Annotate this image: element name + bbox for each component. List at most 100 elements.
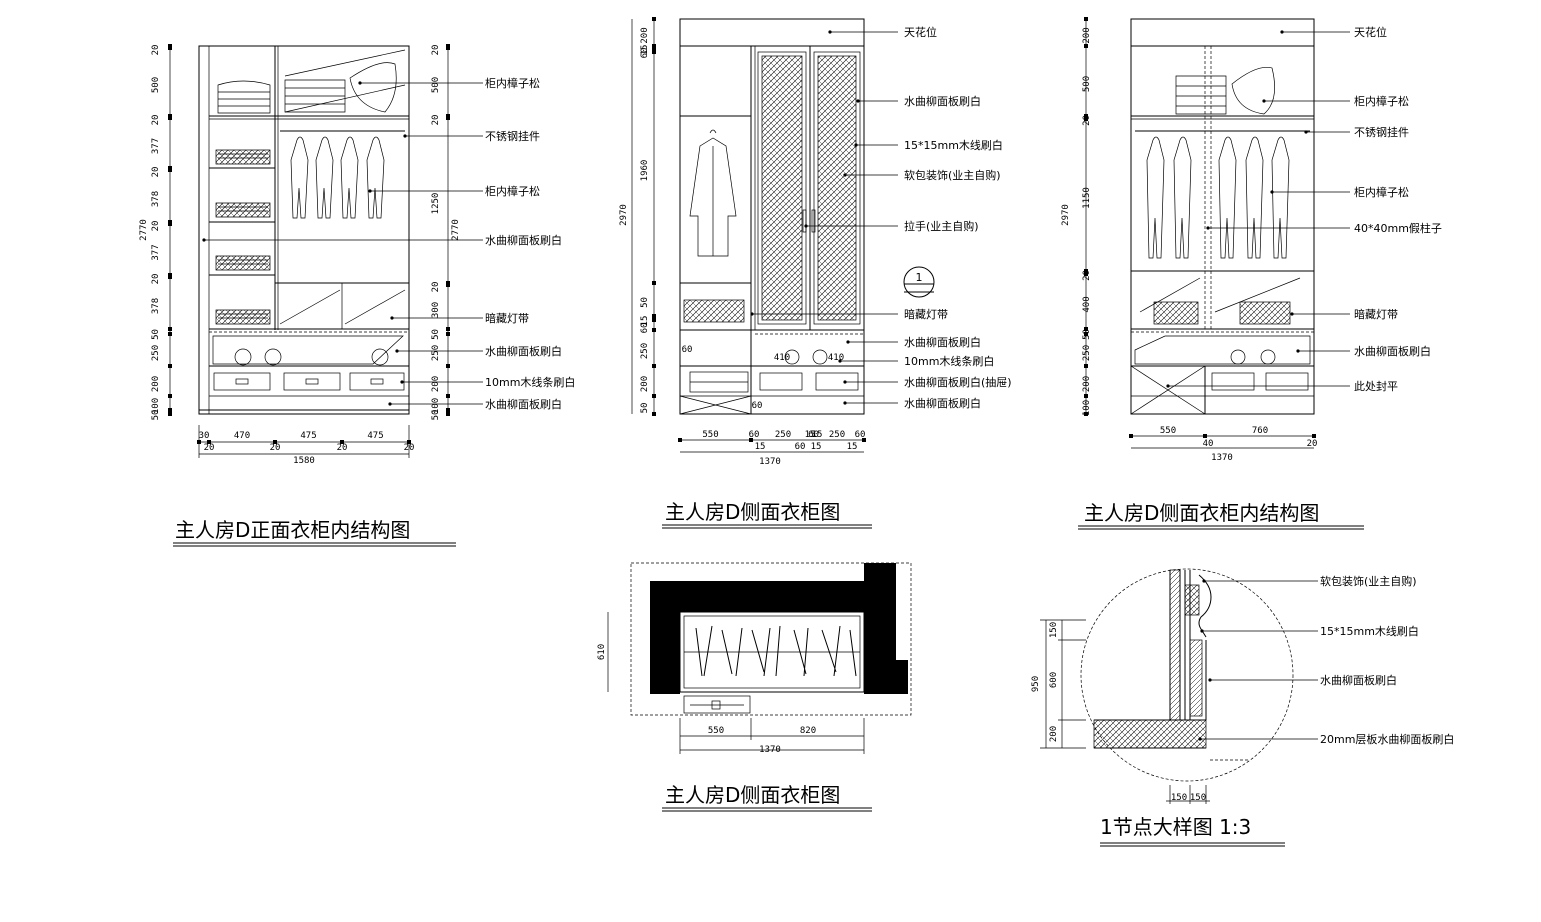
dim-tick (446, 283, 450, 287)
d1-right-dim-9: 100 (431, 398, 441, 414)
d3-callout-leader-dot (1280, 30, 1284, 34)
dim-tick (1084, 117, 1088, 121)
d2-bottom-top-0: 550 (702, 430, 718, 440)
d1-callout-leader-dot (368, 189, 372, 193)
dim-tick (1084, 332, 1088, 336)
d2-detail-marker: 1 (916, 271, 923, 284)
dim-tick (340, 440, 344, 444)
d3-bottom-total: 1370 (1211, 453, 1233, 463)
d3-bottom-top-1: 760 (1252, 426, 1268, 436)
d2-bottom-mid-2: 15 (811, 442, 822, 452)
d3-callout-leader-dot (1290, 312, 1294, 316)
d4-bottom-0: 550 (708, 726, 724, 736)
d2-callout-leader-dot (828, 30, 832, 34)
d3-left-dim-5: 400 (1082, 296, 1092, 312)
dim-tick (1084, 327, 1088, 331)
d2-inner-dim-1: 410 (828, 353, 844, 363)
d2-bottom-top-3: 15 (805, 430, 816, 440)
dim-tick (1084, 394, 1088, 398)
d1-callout-leader-dot (390, 316, 394, 320)
d1-callout-leader-dot (403, 134, 407, 138)
dim-tick (168, 364, 172, 368)
dim-tick (446, 116, 450, 120)
dim-tick (652, 46, 656, 50)
d2-left-dim-6: 60 (640, 323, 650, 334)
dim-tick (652, 318, 656, 322)
d1-callout-label: 10mm木线条刷白 (485, 375, 575, 389)
d1-bottom-mid-2: 20 (337, 443, 348, 453)
d2-left-dim-5: 15 (640, 316, 650, 327)
d5-callout-leader-dot (1198, 737, 1202, 741)
d1-right-dim-1: 500 (431, 77, 441, 93)
d2-left-dim-3: 1960 (640, 160, 650, 182)
d3-callout-label: 柜内樟子松 (1354, 94, 1409, 108)
d2-bottom-total: 1370 (759, 457, 781, 467)
d1-callout-label: 暗藏灯带 (485, 311, 529, 325)
d5-callout-leader-dot (1200, 629, 1204, 633)
dim-tick (652, 314, 656, 318)
d1-left-dim-5: 378 (151, 191, 161, 207)
d3-left-dim-9: 100 (1082, 400, 1092, 416)
dim-tick (1203, 434, 1207, 438)
d2-callout-label: 水曲柳面板刷白 (904, 94, 981, 108)
d5-dim-0: 150 (1049, 622, 1059, 638)
d1-bottom-mid-0: 20 (204, 443, 215, 453)
d1-left-dim-6: 20 (151, 221, 161, 232)
d1-callout-label: 柜内樟子松 (485, 184, 540, 198)
d2-callout-leader-dot (846, 340, 850, 344)
d2-bottom-mid-3: 15 (847, 442, 858, 452)
d1-left-dim-3: 377 (151, 138, 161, 154)
d3-total-dim: 2970 (1061, 204, 1071, 226)
dim-tick (749, 438, 753, 442)
d3-callout-label: 此处封平 (1354, 379, 1398, 393)
dim-tick (1084, 17, 1088, 21)
dim-tick (168, 222, 172, 226)
dim-tick (1084, 412, 1088, 416)
dim-tick (446, 46, 450, 50)
dim-tick (1084, 269, 1088, 273)
d3-bottom-mid-1: 20 (1307, 439, 1318, 449)
d2-callout-label: 10mm木线条刷白 (904, 354, 994, 368)
d2-bottom-top-4: 60 (808, 430, 819, 440)
dim-tick (168, 394, 172, 398)
d3-callout-leader-dot (1262, 99, 1266, 103)
d1-left-dim-10: 50 (151, 329, 161, 340)
d1-bottom-top-3: 475 (367, 431, 383, 441)
d3-callout-label: 40*40mm假柱子 (1354, 221, 1442, 235)
d1-left-dim-8: 20 (151, 274, 161, 285)
d3-left-dim-3: 1150 (1082, 187, 1092, 209)
d5-dim-total: 950 (1031, 676, 1041, 692)
dim-tick (197, 440, 201, 444)
d3-bottom-mid-0: 40 (1203, 439, 1214, 449)
d2-left-dim-9: 50 (640, 403, 650, 414)
d1-left-dim-13: 100 (151, 398, 161, 414)
d1-left-dim-9: 378 (151, 298, 161, 314)
d5-bottom-1: 150 (1190, 793, 1206, 803)
dim-tick (168, 116, 172, 120)
dim-tick (652, 50, 656, 54)
d1-right-dim-10: 50 (431, 410, 441, 421)
d2-callout-label: 天花位 (904, 25, 937, 39)
d5-callout-label: 15*15mm木线刷白 (1320, 624, 1419, 638)
d1-bottom-top-2: 475 (300, 431, 316, 441)
dim-tick (168, 327, 172, 331)
d2-total-dim: 2970 (619, 204, 629, 226)
d1-bottom-mid-3: 20 (404, 443, 415, 453)
d2-callout-label: 拉手(业主自购) (904, 219, 979, 233)
d2-callout-leader-dot (838, 359, 842, 363)
d2-bottom-mid-1: 60 (795, 442, 806, 452)
d1-callout-label: 水曲柳面板刷白 (485, 233, 562, 247)
d1-callout-leader-dot (358, 81, 362, 85)
drawing-plan: 610 550 820 1370 主人房D侧面衣柜图 (597, 562, 912, 812)
d2-callout-leader-dot (856, 99, 860, 103)
d3-left-dim-7: 250 (1082, 345, 1092, 361)
d2-callout-label: 水曲柳面板刷白 (904, 335, 981, 349)
d2-bottom-top-1: 60 (749, 430, 760, 440)
d3-callout-label: 暗藏灯带 (1354, 307, 1398, 321)
d1-callout-leader-dot (395, 349, 399, 353)
d2-left-dim-2: 60 (640, 48, 650, 59)
d2-callout-label: 15*15mm木线刷白 (904, 138, 1003, 152)
dim-tick (407, 440, 411, 444)
d5-callout-label: 20mm层板水曲柳面板刷白 (1320, 732, 1454, 746)
